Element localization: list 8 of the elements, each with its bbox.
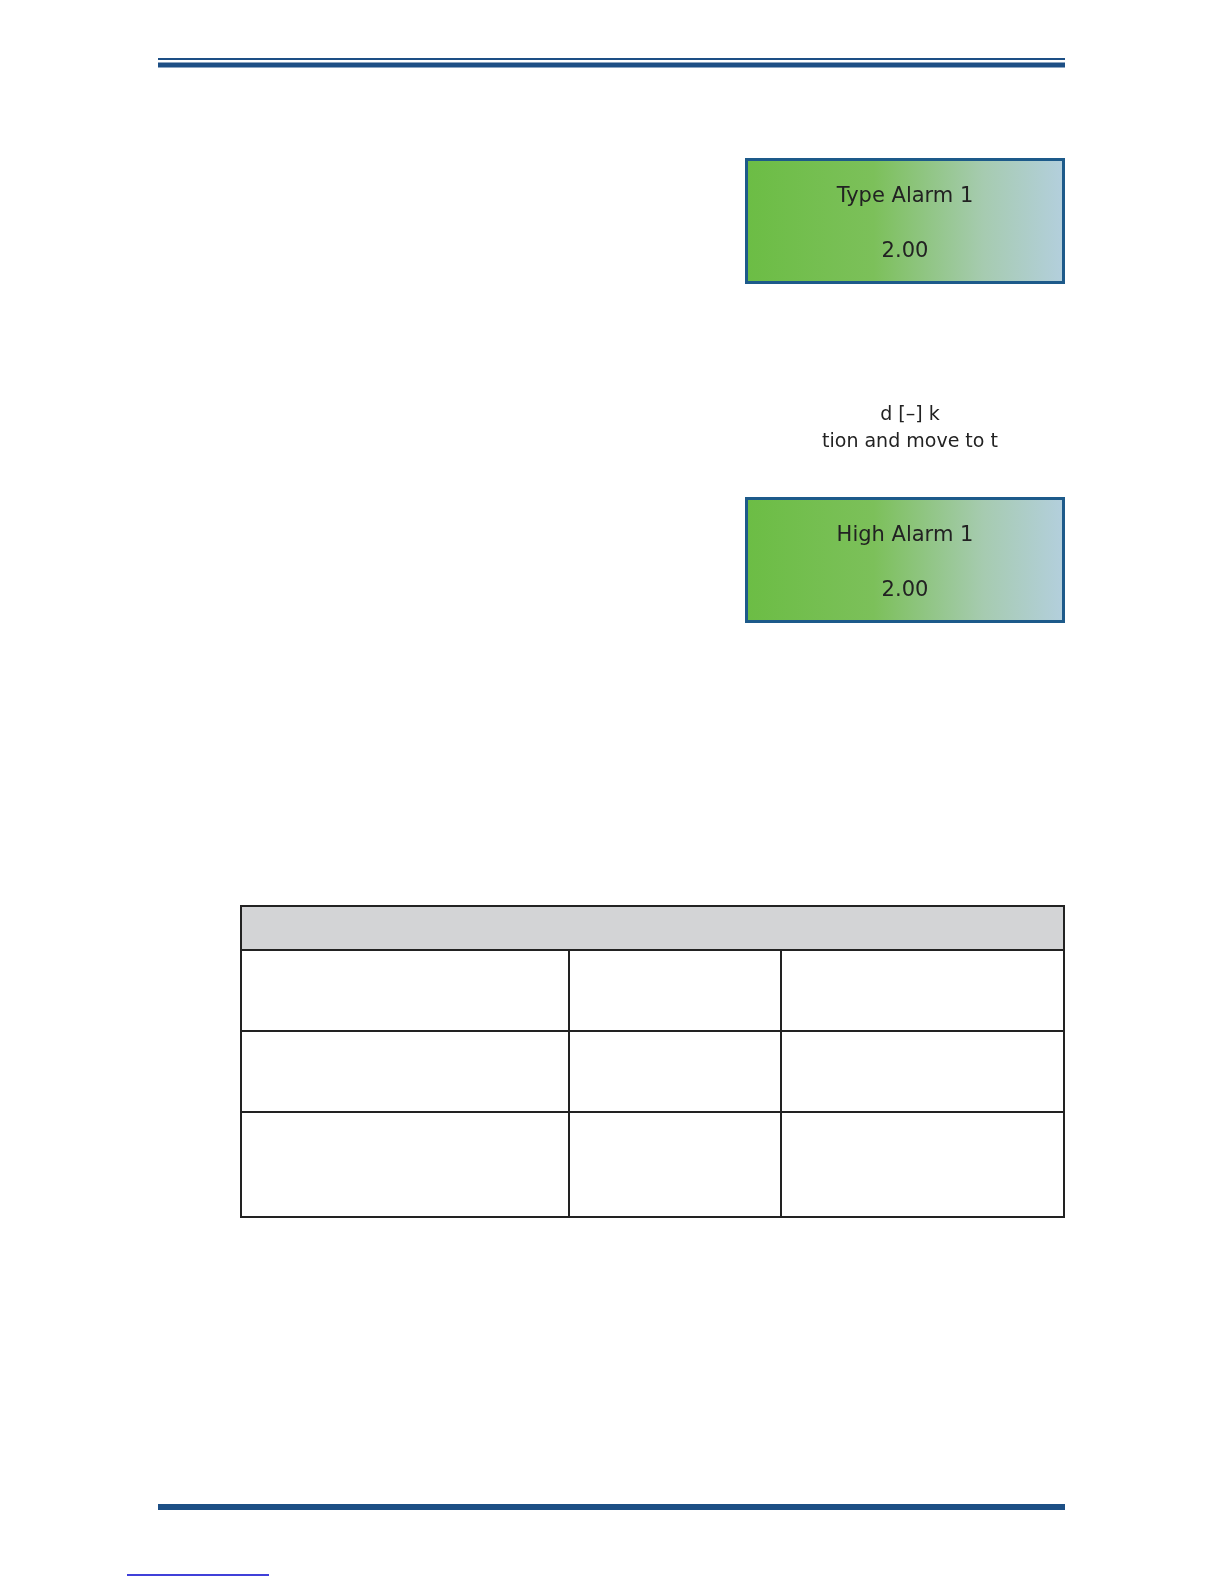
instruction-text: d [–] k <box>879 402 941 424</box>
display-title: High Alarm 1 <box>835 522 975 546</box>
display-value: 2.00 <box>880 238 930 262</box>
display-title: Type Alarm 1 <box>835 183 975 207</box>
lcd-display <box>745 158 1065 284</box>
lcd-display <box>745 497 1065 623</box>
instruction-text: tion and move to t <box>821 429 999 451</box>
display-value: 2.00 <box>880 577 930 601</box>
